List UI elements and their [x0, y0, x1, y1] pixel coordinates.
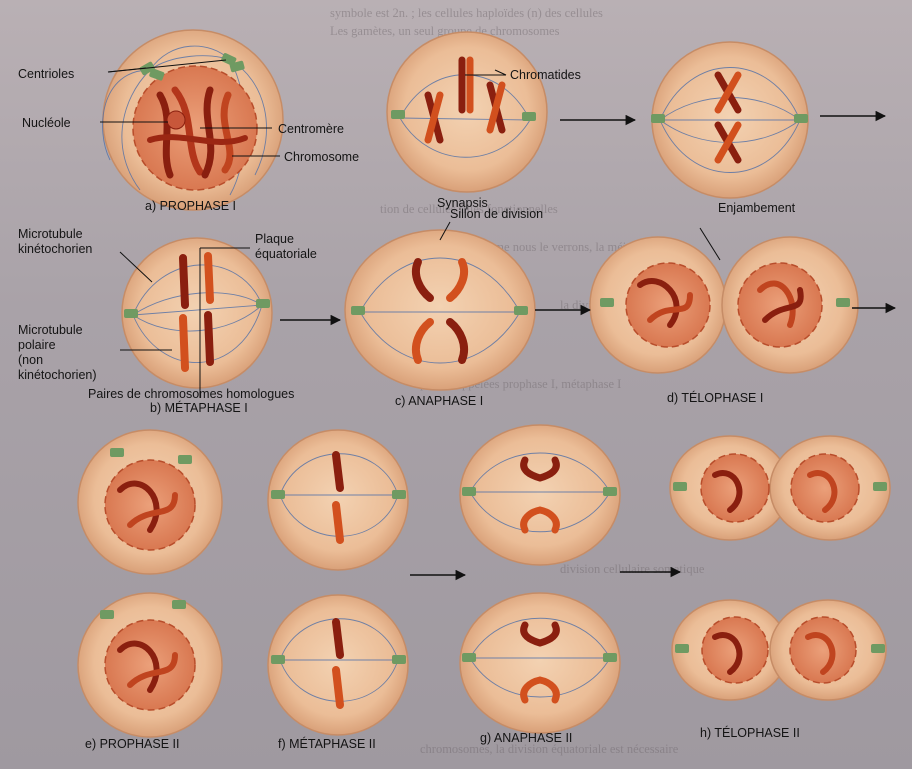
- cell-metaphase-2-top: [268, 430, 408, 570]
- caption-anaphase-1: c) ANAPHASE I: [395, 394, 483, 408]
- caption-telophase-1: d) TÉLOPHASE I: [667, 390, 763, 405]
- label-microtubule-polaire-4: kinétochorien): [18, 368, 97, 382]
- label-microtubule-polaire-3: (non: [18, 353, 43, 367]
- cell-enjambement: [651, 42, 808, 198]
- label-microtubule-kinetochorien-2: kinétochorien: [18, 242, 92, 256]
- caption-synapsis: Synapsis: [437, 196, 488, 210]
- label-chromatides: Chromatides: [510, 68, 581, 82]
- label-plaque-1: Plaque: [255, 232, 294, 246]
- label-microtubule-polaire-1: Microtubule: [18, 323, 83, 337]
- caption-metaphase-1: b) MÉTAPHASE I: [150, 400, 248, 415]
- cell-telophase-1: [590, 237, 858, 373]
- caption-prophase-2: e) PROPHASE II: [85, 737, 179, 751]
- label-centrioles: Centrioles: [18, 67, 74, 81]
- label-microtubule-kinetochorien-1: Microtubule: [18, 227, 83, 241]
- label-plaque-2: équatoriale: [255, 247, 317, 261]
- caption-enjambement: Enjambement: [718, 201, 796, 215]
- label-centromere: Centromère: [278, 122, 344, 136]
- cell-metaphase-1: [122, 238, 272, 388]
- label-nucleole: Nucléole: [22, 116, 71, 130]
- label-microtubule-polaire-2: polaire: [18, 338, 56, 352]
- cell-prophase-1: [103, 30, 283, 210]
- caption-prophase-1: a) PROPHASE I: [145, 199, 236, 213]
- caption-telophase-2: h) TÉLOPHASE II: [700, 725, 800, 740]
- caption-anaphase-2: g) ANAPHASE II: [480, 731, 572, 745]
- cell-anaphase-1: [345, 230, 535, 390]
- cell-anaphase-2-bottom: [460, 593, 620, 733]
- cell-metaphase-2-bottom: [268, 595, 408, 735]
- cell-synapsis: [387, 32, 547, 192]
- cell-anaphase-2-top: [460, 425, 620, 565]
- label-chromosome: Chromosome: [284, 150, 359, 164]
- cell-prophase-2-bottom: [78, 593, 222, 737]
- label-paires-homologues: Paires de chromosomes homologues: [88, 387, 294, 401]
- cell-prophase-2-top: [78, 430, 222, 574]
- caption-metaphase-2: f) MÉTAPHASE II: [278, 736, 376, 751]
- cell-telophase-2-top: [670, 436, 890, 540]
- cell-telophase-2-bottom: [672, 600, 886, 700]
